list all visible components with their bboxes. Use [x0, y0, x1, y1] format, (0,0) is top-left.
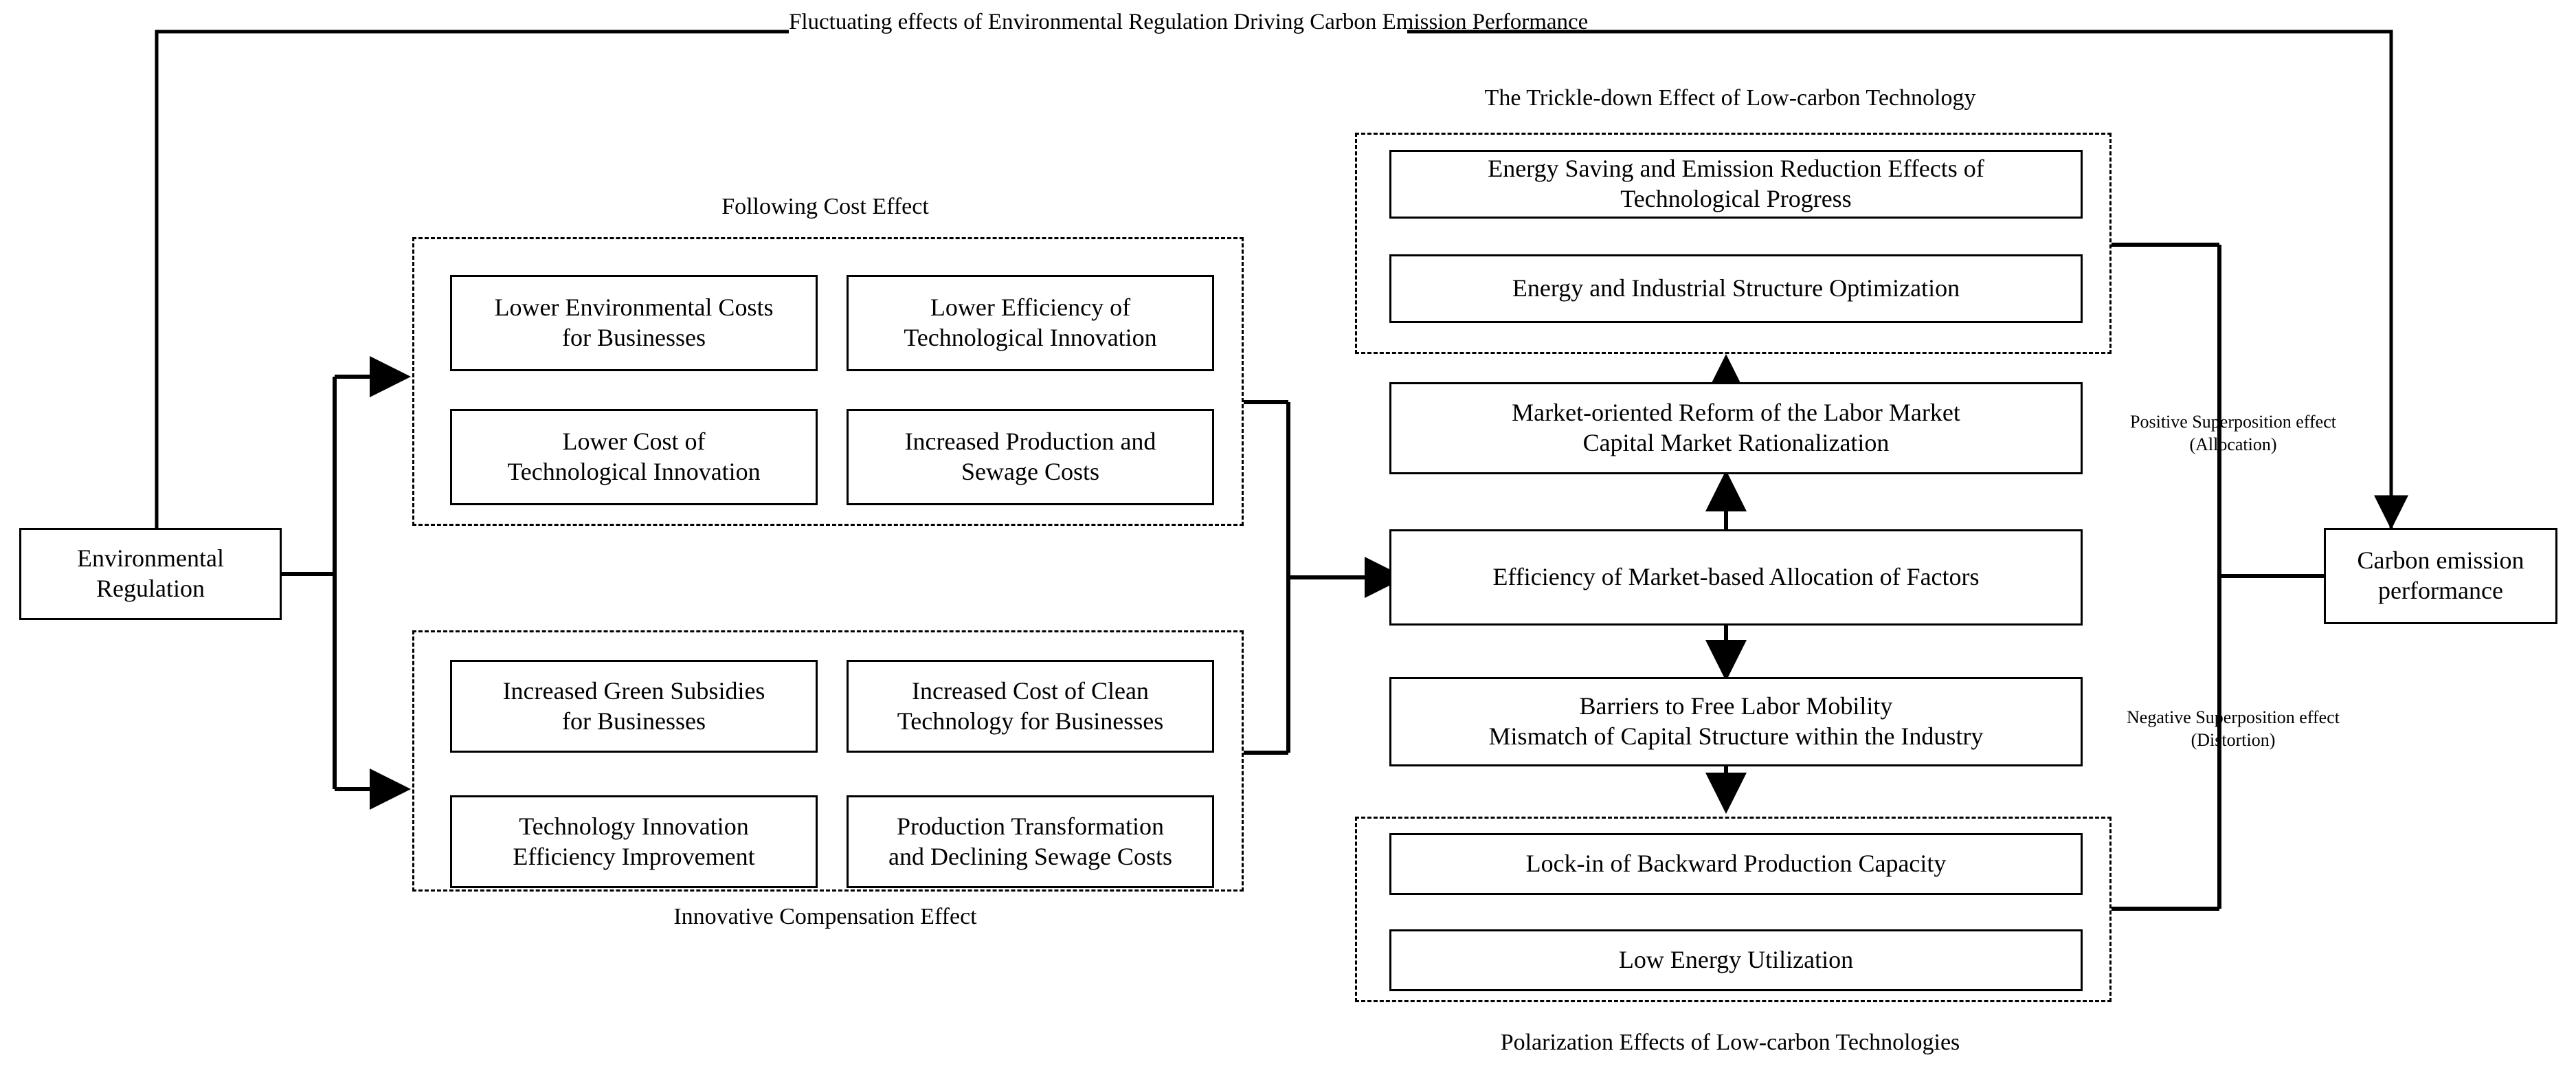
group-caption-trickle-down-effect: The Trickle-down Effect of Low-carbon Te… — [1484, 85, 1976, 111]
env-regulation-branch-wire — [282, 356, 411, 810]
right-groups-merge-wire — [2112, 243, 2324, 911]
box-market-oriented-reform[interactable]: Market-oriented Reform of the Labor Mark… — [1389, 382, 2083, 474]
group-caption-polarization-effects: Polarization Effects of Low-carbon Techn… — [1500, 1030, 1960, 1055]
box-energy-saving-emission-reduction[interactable]: Energy Saving and Emission Reduction Eff… — [1389, 150, 2083, 219]
box-increased-production-sewage-costs[interactable]: Increased Production and Sewage Costs — [847, 409, 1214, 505]
label-negative-superposition-line2: (Distortion) — [2191, 729, 2276, 750]
label-negative-superposition-effect: Negative Superposition effect (Distortio… — [2089, 707, 2377, 751]
box-efficiency-market-based-allocation[interactable]: Efficiency of Market-based Allocation of… — [1389, 529, 2083, 626]
group-trickle-down-effect — [1355, 133, 2112, 354]
box-lower-cost-tech-innovation[interactable]: Lower Cost of Technological Innovation — [450, 409, 818, 505]
box-lower-environmental-costs[interactable]: Lower Environmental Costs for Businesses — [450, 275, 818, 371]
box-increased-green-subsidies[interactable]: Increased Green Subsidies for Businesses — [450, 660, 818, 753]
group-innovative-compensation-effect — [412, 630, 1244, 892]
box-technology-innovation-efficiency[interactable]: Technology Innovation Efficiency Improve… — [450, 795, 818, 888]
label-negative-superposition-line1: Negative Superposition effect — [2127, 707, 2340, 727]
box-low-energy-utilization[interactable]: Low Energy Utilization — [1389, 929, 2083, 991]
node-carbon-emission-performance[interactable]: Carbon emission performance — [2324, 528, 2557, 624]
left-groups-merge-wire — [1244, 400, 1406, 755]
group-caption-innovative-compensation-effect: Innovative Compensation Effect — [673, 904, 977, 929]
label-positive-superposition-line2: (Allocation) — [2189, 434, 2277, 454]
node-environmental-regulation[interactable]: Environmental Regulation — [19, 528, 282, 620]
diagram-title: Fluctuating effects of Environmental Reg… — [789, 10, 1589, 34]
box-barriers-free-labor-mobility[interactable]: Barriers to Free Labor Mobility Mismatch… — [1389, 677, 2083, 766]
group-polarization-effects — [1355, 817, 2112, 1002]
box-energy-industrial-structure-optimization[interactable]: Energy and Industrial Structure Optimiza… — [1389, 254, 2083, 323]
box-production-transformation-sewage[interactable]: Production Transformation and Declining … — [847, 795, 1214, 888]
label-positive-superposition-line1: Positive Superposition effect — [2130, 412, 2336, 432]
group-following-cost-effect — [412, 237, 1244, 526]
box-lock-in-backward-production-capacity[interactable]: Lock-in of Backward Production Capacity — [1389, 833, 2083, 895]
box-lower-efficiency-tech-innovation[interactable]: Lower Efficiency of Technological Innova… — [847, 275, 1214, 371]
box-increased-cost-clean-technology[interactable]: Increased Cost of Clean Technology for B… — [847, 660, 1214, 753]
label-positive-superposition-effect: Positive Superposition effect (Allocatio… — [2089, 411, 2377, 456]
group-caption-following-cost-effect: Following Cost Effect — [721, 194, 929, 219]
